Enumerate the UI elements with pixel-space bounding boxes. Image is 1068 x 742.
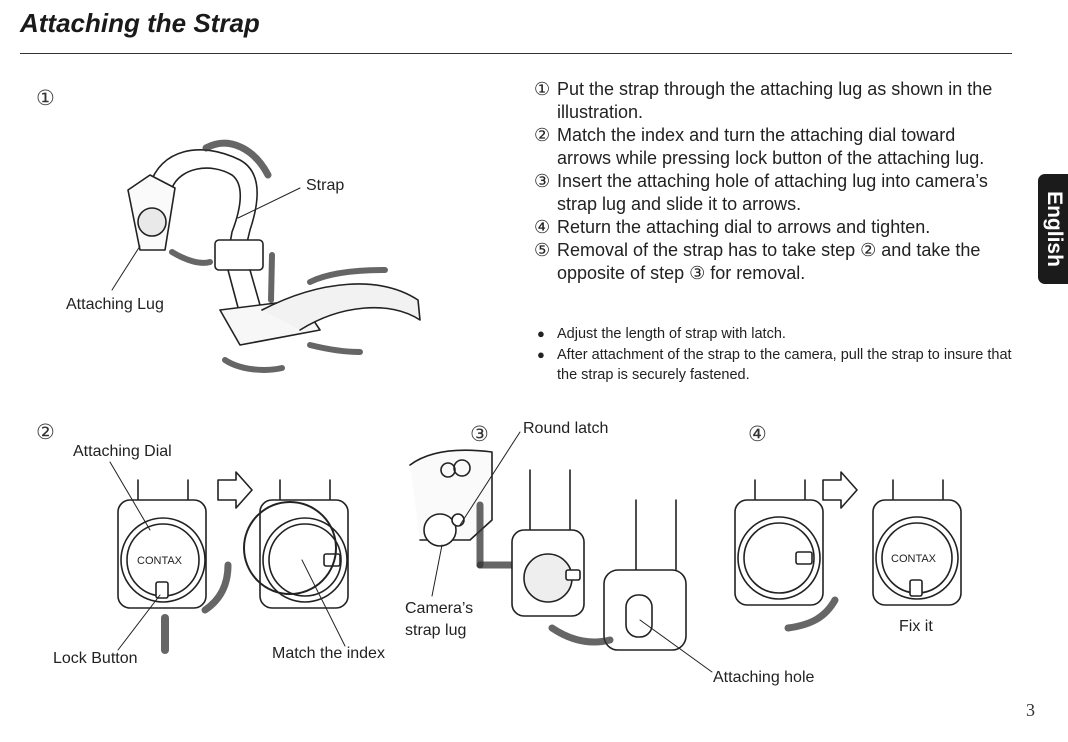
figure-3-number: ③ (470, 423, 489, 446)
instruction-step-3: ③ Insert the attaching hole of attaching … (534, 170, 1014, 216)
round-latch-label: Round latch (523, 420, 609, 437)
figure-2-dial-illustration: CONTAX (109, 461, 349, 654)
figure-4-fix-illustration: CONTAX (734, 471, 962, 632)
step-text: Removal of the strap has to take step ② … (557, 240, 981, 283)
note-list: ●Adjust the length of strap with latch. … (537, 324, 1012, 386)
figure-1-strap-illustration (111, 139, 421, 373)
page-number: 3 (1026, 700, 1035, 720)
instruction-step-4: ④ Return the attaching dial to arrows and… (534, 216, 1014, 239)
fix-it-label: Fix it (899, 618, 933, 635)
dial-brand-left: CONTAX (137, 555, 183, 567)
step-number: ① (534, 79, 551, 99)
instruction-step-2: ② Match the index and turn the attaching … (534, 124, 1014, 170)
step-text: Return the attaching dial to arrows and … (557, 217, 931, 237)
instruction-step-1: ① Put the strap through the attaching lug… (534, 78, 1014, 124)
step-text: Put the strap through the attaching lug … (557, 79, 993, 122)
note-item: ● Adjust the length of strap with latch. (537, 324, 1012, 344)
figure-3-insert-illustration (409, 431, 713, 673)
lock-button-label: Lock Button (53, 650, 138, 667)
strap-label: Strap (306, 177, 345, 194)
figure-2-number: ② (36, 421, 55, 444)
step-number: ⑤ (534, 240, 551, 260)
language-tab: English (1038, 174, 1068, 284)
dial-brand-right: CONTAX (891, 553, 937, 565)
figure-1-number: ① (36, 87, 55, 110)
attaching-dial-label: Attaching Dial (73, 443, 172, 460)
title-divider (20, 53, 1012, 54)
step-number: ④ (534, 217, 551, 237)
attaching-lug-label: Attaching Lug (66, 296, 164, 313)
note-text: After attachment of the strap to the cam… (557, 347, 1012, 383)
note-text: Adjust the length of strap with latch. (557, 326, 786, 342)
bullet-icon: ● (537, 347, 545, 362)
attaching-hole-label: Attaching hole (713, 669, 815, 686)
page-title: Attaching the Strap (20, 8, 260, 38)
step-text: Insert the attaching hole of attaching l… (557, 171, 988, 214)
step-text: Match the index and turn the attaching d… (557, 125, 985, 168)
instruction-list: ① Put the strap through the attaching lug… (534, 78, 1014, 285)
bullet-icon: ● (537, 326, 545, 341)
step-number: ③ (534, 171, 551, 191)
note-item: ● After attachment of the strap to the ca… (537, 345, 1012, 385)
camera-strap-lug-label: Camera’s strap lug (405, 600, 474, 639)
match-index-label: Match the index (272, 645, 385, 662)
figure-4-number: ④ (748, 423, 767, 446)
step-number: ② (534, 125, 551, 145)
instruction-step-5: ⑤ Removal of the strap has to take step ②… (534, 239, 1014, 285)
